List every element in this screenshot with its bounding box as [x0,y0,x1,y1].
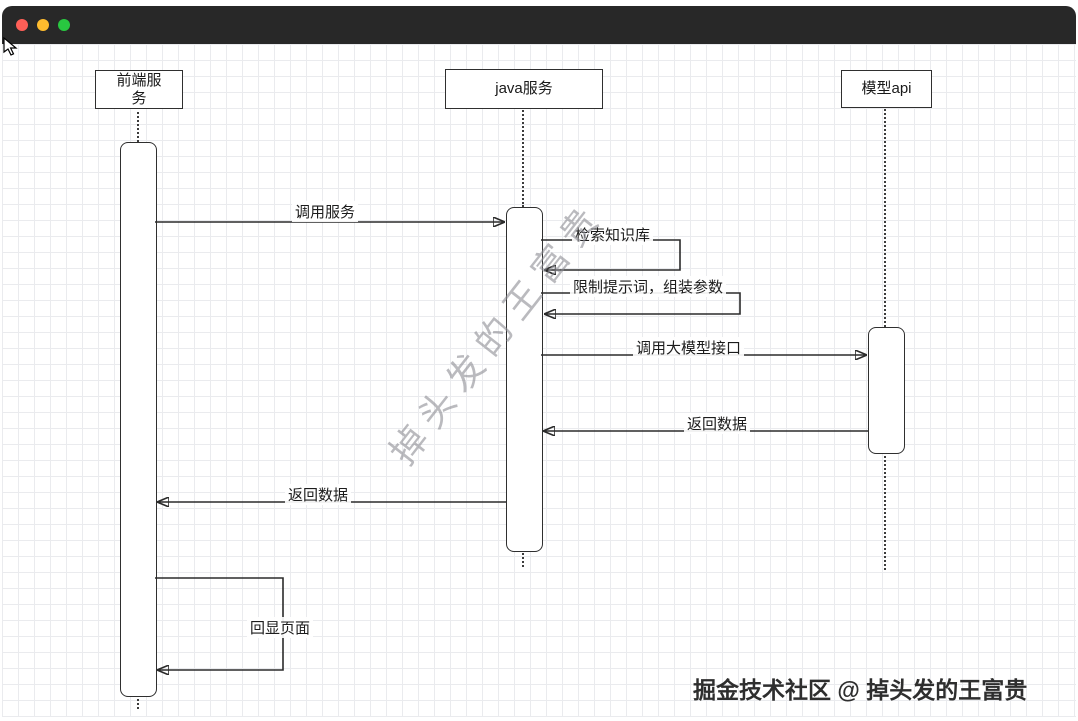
message-label-3: 限制提示词，组装参数 [570,276,727,297]
lifeline-java-top [522,107,524,207]
message-label-7: 回显页面 [247,617,314,638]
watermark-footer: 掘金技术社区 @ 掉头发的王富贵 [693,677,1028,703]
minimize-button[interactable] [37,19,49,31]
close-button[interactable] [16,19,28,31]
message-label-4: 调用大模型接口 [633,337,745,358]
message-label-5: 返回数据 [684,413,751,434]
activation-bar-frontend[interactable] [120,142,157,697]
participant-label-frontend: 前端服务 [116,71,162,107]
participant-box-java[interactable]: java服务 [445,69,603,109]
participant-label-model: 模型api [861,80,912,97]
titlebar [2,6,1076,44]
lifeline-frontend-top [137,107,139,142]
window-controls [16,19,70,31]
participant-label-java: java服务 [495,80,553,97]
activation-bar-java[interactable] [506,207,543,552]
lifeline-java-bottom [522,550,524,567]
message-label-1: 调用服务 [292,201,359,222]
message-label-6: 返回数据 [285,484,352,505]
mouse-cursor-icon [3,37,18,56]
activation-bar-model[interactable] [868,327,905,454]
participant-box-frontend[interactable]: 前端服务 [95,70,183,109]
participant-box-model[interactable]: 模型api [841,70,932,108]
maximize-button[interactable] [58,19,70,31]
lifeline-model-top [884,106,886,327]
lifeline-model-bottom [884,452,886,570]
lifeline-frontend-bottom [137,695,139,709]
